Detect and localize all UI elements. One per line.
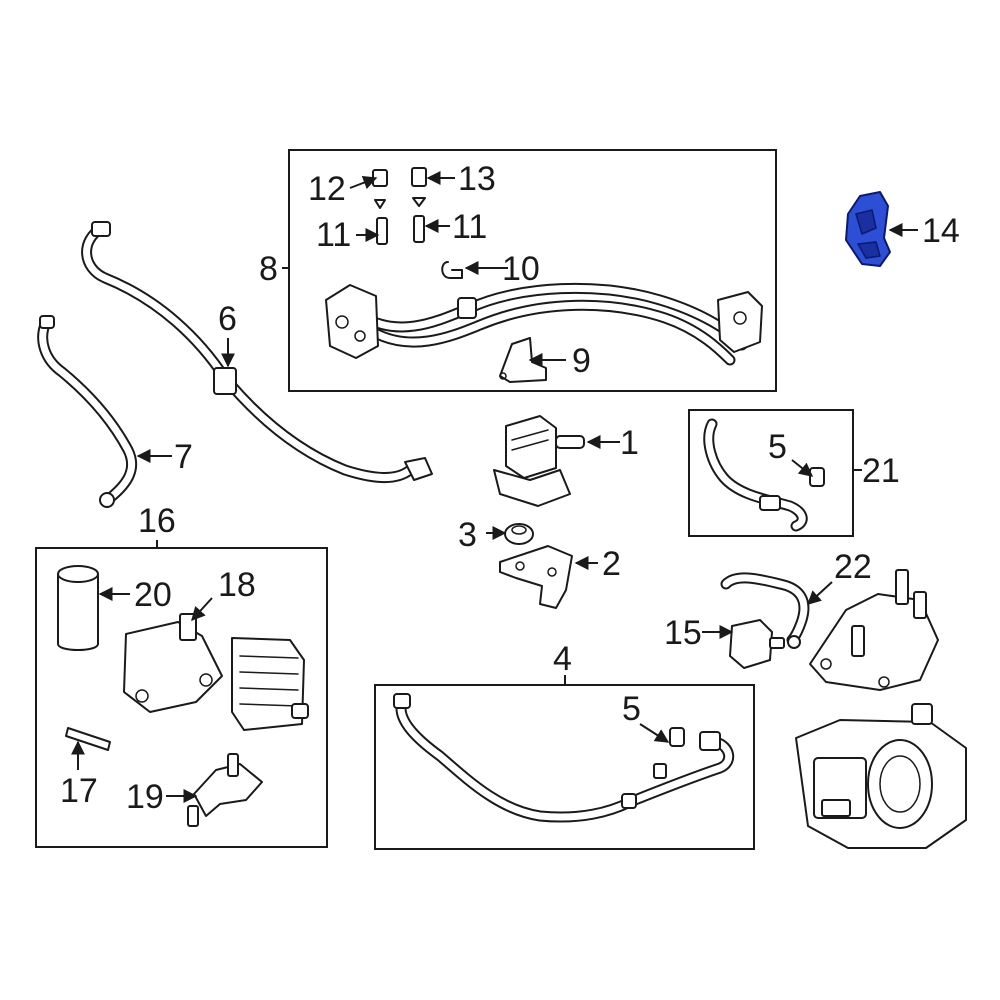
callout-8: 8	[259, 250, 278, 288]
part-5-upper-sensor[interactable]	[809, 467, 825, 487]
part-4-hose[interactable]	[393, 693, 735, 823]
callout-11-right: 11	[452, 208, 487, 246]
part-6-hose[interactable]	[81, 221, 433, 484]
part-1-module[interactable]	[493, 415, 585, 507]
callout-2: 2	[602, 545, 621, 583]
callout-6: 6	[218, 300, 237, 338]
callout-12: 12	[308, 170, 346, 208]
part-2-bracket[interactable]	[499, 545, 573, 609]
callout-3: 3	[458, 516, 477, 554]
engine-mount[interactable]	[809, 569, 939, 691]
ac-compressor[interactable]	[795, 703, 967, 849]
part-3-grommet[interactable]	[504, 523, 534, 545]
callout-7: 7	[174, 438, 193, 476]
callout-13: 13	[458, 160, 496, 198]
callout-22: 22	[834, 548, 872, 586]
part-17-valve[interactable]	[65, 727, 111, 751]
callout-16: 16	[138, 502, 176, 540]
part-15-valve[interactable]	[729, 619, 785, 669]
part-22-hose[interactable]	[720, 572, 810, 649]
part-13-fitting[interactable]	[411, 167, 427, 207]
callout-14: 14	[922, 212, 960, 250]
group-box-4	[374, 684, 755, 850]
callout-11-left: 11	[316, 216, 351, 254]
part-7-hose[interactable]	[37, 315, 138, 508]
part-19-bracket[interactable]	[187, 753, 263, 827]
callout-5-upper: 5	[768, 428, 787, 466]
callout-4: 4	[553, 640, 572, 678]
callout-18: 18	[218, 566, 256, 604]
part-11-right-valve-core[interactable]	[413, 215, 425, 243]
group-box-21	[688, 409, 854, 537]
callout-1: 1	[620, 424, 639, 462]
group-box-8	[288, 149, 777, 392]
part-11-left-valve-core[interactable]	[376, 217, 388, 245]
callout-5-lower: 5	[622, 690, 641, 728]
part-10-clamp[interactable]	[441, 261, 463, 279]
part-14-highlighted-bracket[interactable]	[845, 191, 891, 267]
part-21-hose[interactable]	[703, 418, 808, 532]
leader-lines	[71, 171, 918, 803]
callout-17: 17	[60, 772, 98, 810]
group-box-16	[35, 547, 328, 848]
part-20-receiver-drier[interactable]	[57, 565, 99, 651]
callout-15: 15	[664, 614, 702, 652]
part-5-lower-sensor[interactable]	[669, 727, 685, 747]
part-8-pipe-assembly[interactable]	[325, 282, 763, 366]
callout-20: 20	[134, 576, 172, 614]
callout-19: 19	[126, 778, 164, 816]
callout-10: 10	[502, 250, 540, 288]
part-18-bracket[interactable]	[123, 613, 223, 713]
condenser-block[interactable]	[231, 637, 309, 731]
callout-9: 9	[572, 342, 591, 380]
callout-21: 21	[862, 452, 900, 490]
part-12-fitting[interactable]	[372, 169, 388, 209]
